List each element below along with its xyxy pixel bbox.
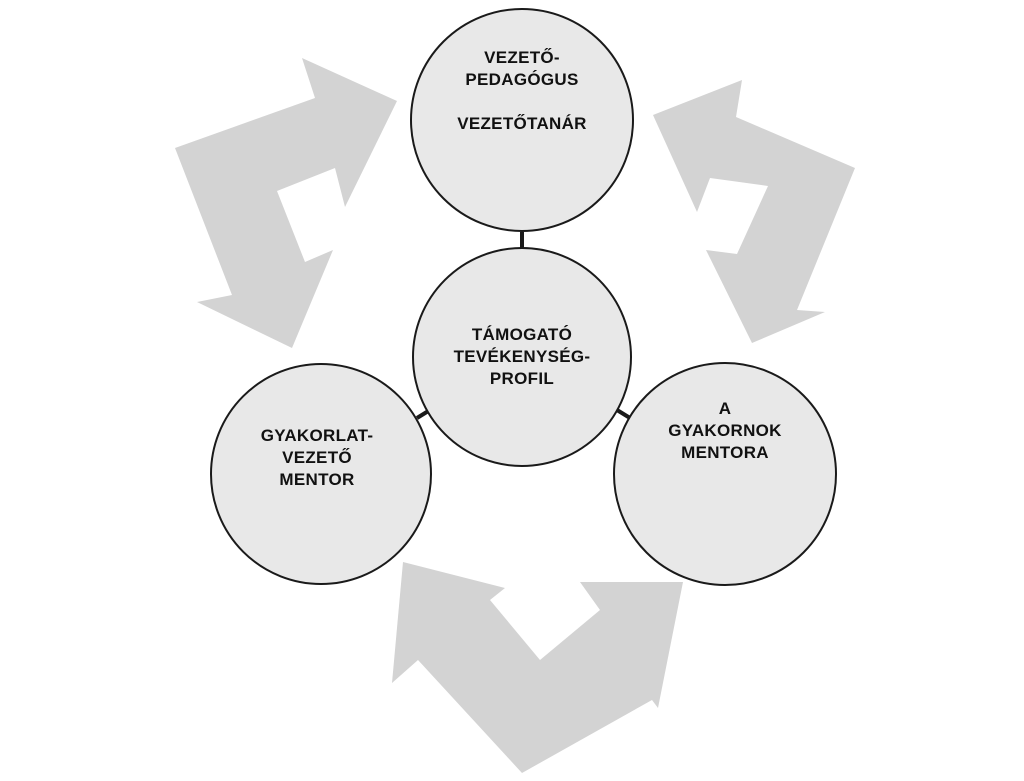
node-center-line-2: TEVÉKENYSÉG- xyxy=(453,347,591,366)
node-left-label: GYAKORLAT- VEZETŐ MENTOR xyxy=(217,425,417,491)
node-top-line-4: VEZETŐTANÁR xyxy=(457,114,587,133)
node-right-circle xyxy=(613,362,837,586)
node-right-line-1: A xyxy=(718,399,732,418)
node-top-line-3 xyxy=(422,91,622,113)
node-top-line-1: VEZETŐ- xyxy=(484,48,560,67)
cycle-arrow-upper-right xyxy=(653,80,855,343)
node-center-line-3: PROFIL xyxy=(489,369,555,388)
node-center-circle xyxy=(412,247,632,467)
node-top-line-2: PEDAGÓGUS xyxy=(465,70,579,89)
node-left-line-1: GYAKORLAT- xyxy=(260,426,374,445)
cycle-arrow-upper-left xyxy=(175,58,397,348)
node-left-line-2: VEZETŐ xyxy=(282,448,352,467)
node-right-label: A GYAKORNOK MENTORA xyxy=(625,398,825,464)
node-center-label: TÁMOGATÓ TEVÉKENYSÉG- PROFIL xyxy=(422,324,622,390)
node-center-line-1: TÁMOGATÓ xyxy=(471,325,573,344)
cycle-arrow-bottom xyxy=(392,562,683,773)
connector-right-center xyxy=(615,408,632,420)
node-top-label: VEZETŐ- PEDAGÓGUS VEZETŐTANÁR xyxy=(422,47,622,135)
node-right-line-2: GYAKORNOK xyxy=(668,421,782,440)
node-left-line-3: MENTOR xyxy=(279,470,355,489)
node-top-circle xyxy=(410,8,634,232)
node-left-circle xyxy=(210,363,432,585)
node-right-line-3: MENTORA xyxy=(681,443,769,462)
